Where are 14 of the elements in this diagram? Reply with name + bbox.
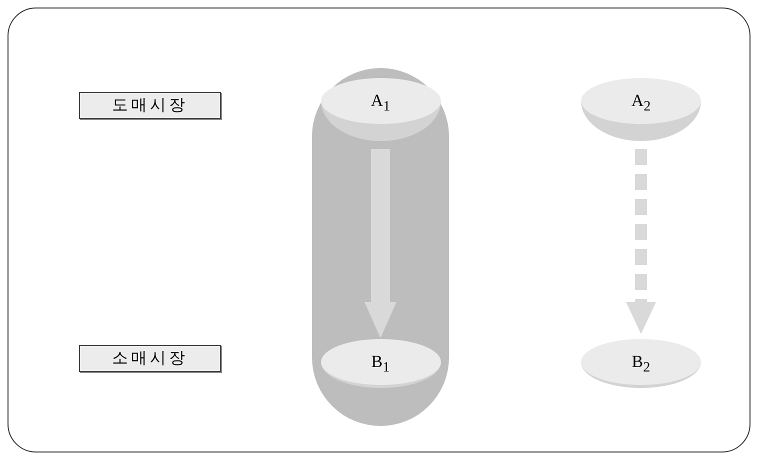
market-label: 도매시장 — [112, 96, 188, 116]
dish-shape — [580, 77, 702, 141]
node-label: A$_{2}$ — [631, 90, 651, 112]
arrow — [364, 149, 396, 338]
market-box — [79, 345, 221, 372]
node-label: B$_{1}$ — [371, 351, 390, 373]
market-label: 소매시장 — [112, 349, 188, 369]
market-box — [79, 92, 221, 119]
arrow — [626, 149, 656, 334]
node-label: A$_{1}$ — [370, 90, 390, 112]
node-label: B$_{2}$ — [632, 351, 650, 373]
dish-shape — [320, 77, 442, 141]
dish-shape — [580, 338, 702, 388]
dish-shape — [320, 338, 442, 388]
